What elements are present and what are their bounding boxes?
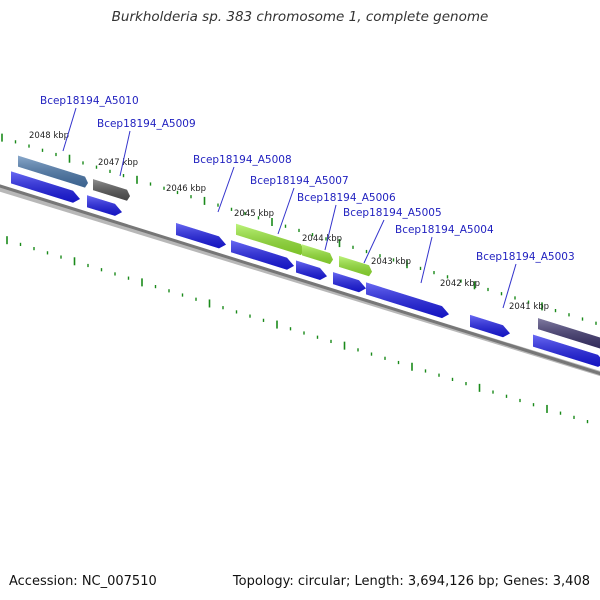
gene-label[interactable]: Bcep18194_A5009 <box>97 118 196 130</box>
tick-label: 2048 kbp <box>29 131 69 141</box>
tick-label: 2047 kbp <box>98 158 138 168</box>
feature-arrow-shading <box>339 255 372 277</box>
gene-label[interactable]: Bcep18194_A5008 <box>193 154 292 166</box>
cds-arrow-shading <box>87 195 122 216</box>
gene-label-leader <box>217 166 235 213</box>
feature-arrow-shading <box>93 179 130 201</box>
backbone-line <box>0 184 600 376</box>
gene-label[interactable]: Bcep18194_A5007 <box>250 175 349 187</box>
feature-arrow-shading <box>18 155 88 188</box>
feature-track <box>18 155 600 349</box>
cds-track <box>11 171 600 367</box>
gene-label-leader <box>119 130 131 177</box>
tick-label: 2044 kbp <box>302 234 342 244</box>
cds-arrow-shading <box>231 240 294 270</box>
cds-arrow-shading <box>470 314 510 338</box>
feature-arrow-shading <box>236 223 304 256</box>
cds-arrow-shading <box>296 260 327 280</box>
inner-tick-marks <box>6 236 589 424</box>
tick-label: 2041 kbp <box>509 302 549 312</box>
feature-arrow-shading <box>302 244 333 265</box>
gene-labels: Bcep18194_A5010Bcep18194_A5009Bcep18194_… <box>40 95 575 309</box>
gene-label[interactable]: Bcep18194_A5004 <box>395 224 494 236</box>
gene-label-leader <box>502 263 517 309</box>
cds-arrow-shading <box>366 282 449 319</box>
tick-label: 2043 kbp <box>371 257 411 267</box>
gene-label[interactable]: Bcep18194_A5006 <box>297 192 396 204</box>
gene-label-leader <box>363 219 385 264</box>
tick-label: 2045 kbp <box>234 209 274 219</box>
accession-text: Accession: NC_007510 <box>9 574 157 589</box>
cds-arrow-shading <box>176 223 226 249</box>
tick-label: 2042 kbp <box>440 279 480 289</box>
genome-summary-text: Topology: circular; Length: 3,694,126 bp… <box>232 574 590 589</box>
feature-arrow-shading <box>538 318 600 349</box>
gene-label-leader <box>420 236 433 284</box>
map-title: Burkholderia sp. 383 chromosome 1, compl… <box>111 9 489 25</box>
gene-label[interactable]: Bcep18194_A5010 <box>40 95 139 107</box>
gene-label-leader <box>324 204 337 251</box>
cds-arrow-shading <box>533 334 600 367</box>
gene-label-leader <box>62 107 77 152</box>
cds-arrow-shading <box>333 272 366 293</box>
gene-label[interactable]: Bcep18194_A5003 <box>476 251 575 263</box>
sequence-backbone <box>0 184 600 377</box>
tick-labels: 2048 kbp 2047 kbp 2046 kbp 2045 kbp 2044 kbp… <box>29 131 549 312</box>
tick-label: 2046 kbp <box>166 184 206 194</box>
outer-tick-marks <box>1 133 597 325</box>
cds-arrow-shading <box>11 171 80 203</box>
gene-label[interactable]: Bcep18194_A5005 <box>343 207 442 219</box>
gene-label-leader <box>277 187 295 235</box>
